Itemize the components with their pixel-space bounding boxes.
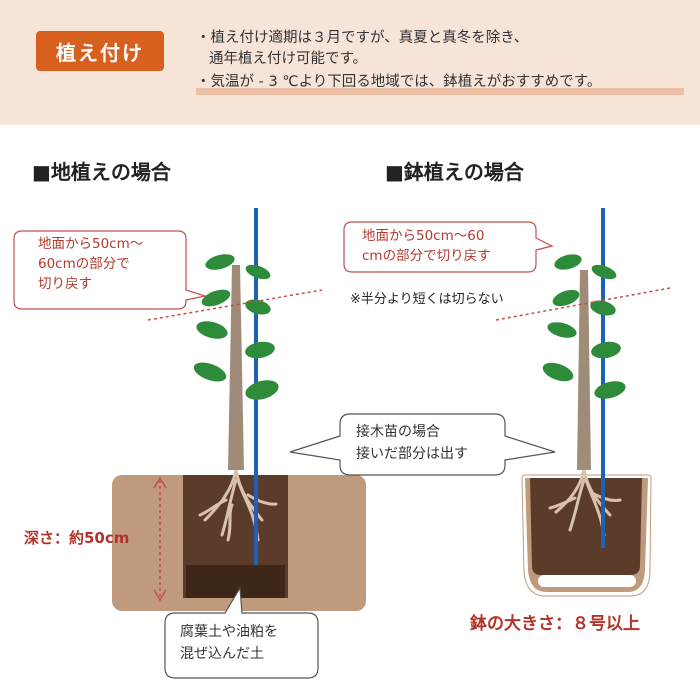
depth-label: 深さ：約50cm [24, 529, 130, 547]
leaves-left [193, 254, 279, 400]
graft-callout: 接木苗の場合 接いだ部分は出す [356, 421, 468, 465]
header-note-2-highlight [196, 88, 684, 95]
graft-callout-line-2: 接いだ部分は出す [356, 446, 468, 462]
graft-callout-line-1: 接木苗の場合 [356, 424, 440, 440]
header-note-1-line-a: ・植え付け適期は３月ですが、真夏と真冬を除き、 [196, 30, 529, 46]
cut-note: ※半分より短くは切らない [350, 292, 504, 307]
graft-callout-shape [289, 413, 556, 476]
trunk-left [228, 265, 244, 470]
cut-callout-right-line-2: cmの部分で切り戻す [362, 248, 491, 264]
cut-callout-left-line-1: 地面から50cm〜 [38, 236, 144, 252]
pot-drain [538, 575, 636, 587]
soil-callout: 腐葉土や油粕を 混ぜ込んだ土 [180, 621, 278, 665]
soil-callout-line-1: 腐葉土や油粕を [180, 624, 278, 640]
cut-callout-right: 地面から50cm〜60 cmの部分で切り戻す [362, 226, 491, 266]
cut-callout-right-shape [343, 221, 554, 273]
cut-callout-right-line-1: 地面から50cm〜60 [362, 228, 485, 244]
enriched-soil-layer [186, 565, 285, 598]
cut-callout-left: 地面から50cm〜 60cmの部分で 切り戻す [38, 234, 143, 294]
trunk-right [577, 270, 591, 470]
cut-callout-left-line-2: 60cmの部分で [38, 256, 130, 272]
soil-callout-line-2: 混ぜ込んだ土 [180, 646, 264, 662]
pot-soil [530, 478, 642, 575]
cut-callout-left-shape [13, 230, 208, 310]
header-note-2: ・気温が - 3 ℃より下回る地域では、鉢植えがおすすめです。 [196, 74, 602, 90]
ground-planting-title: ■地植えの場合 [32, 160, 171, 184]
cut-callout-left-line-3: 切り戻す [38, 276, 92, 292]
soil-callout-shape [164, 586, 319, 679]
leaves-right [542, 254, 626, 399]
pot-planting-title: ■鉢植えの場合 [385, 160, 524, 184]
header-note-1: ・植え付け適期は３月ですが、真夏と真冬を除き、 通年植え付け可能です。 [196, 28, 528, 70]
depth-arrow [153, 476, 167, 602]
planting-badge: 植え付け [36, 31, 164, 71]
header-note-1-line-b: 通年植え付け可能です。 [209, 51, 368, 67]
pot-size-label: 鉢の大きさ：８号以上 [470, 614, 640, 634]
